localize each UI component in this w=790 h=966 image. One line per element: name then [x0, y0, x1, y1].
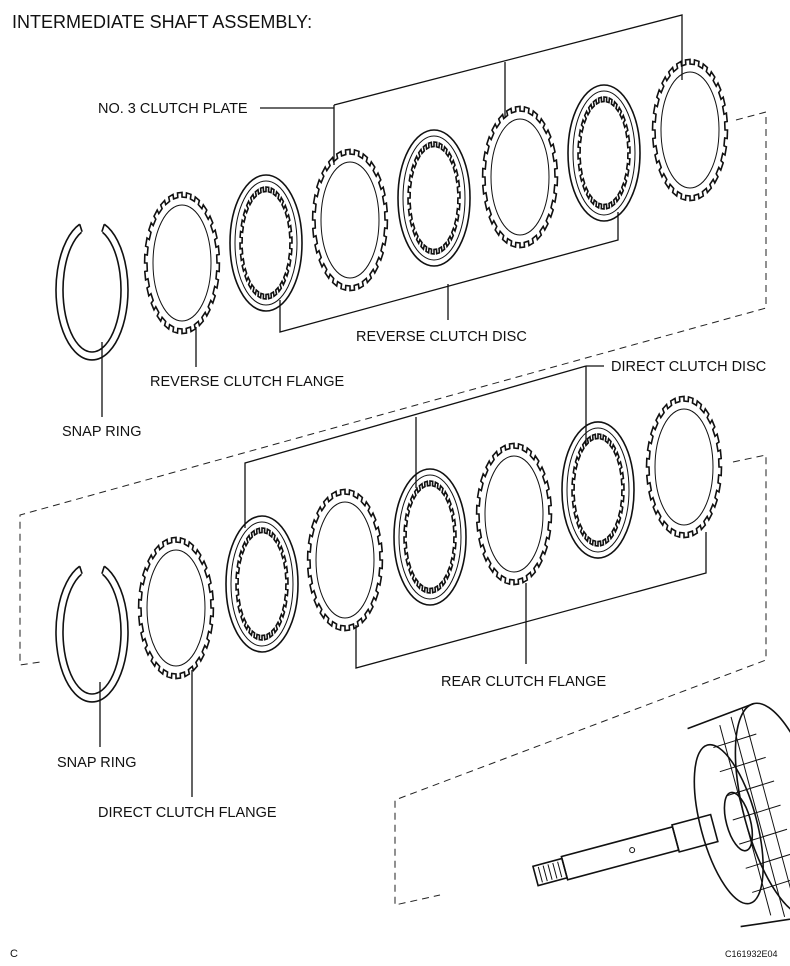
reverse-clutch-disc-part-2: [397, 129, 471, 267]
reverse-clutch-flange-part: [143, 191, 221, 335]
label-reverse-clutch-flange: REVERSE CLUTCH FLANGE: [150, 374, 345, 390]
direct-clutch-disc-part-2: [393, 468, 467, 606]
no3-clutch-plate-part-1: [311, 148, 389, 292]
rear-clutch-flange-part-2: [475, 442, 553, 586]
snap-ring-lower-part: [55, 565, 129, 703]
leader-reverse-clutch-disc: [279, 212, 619, 333]
rear-clutch-flange-part-3: [645, 395, 723, 539]
label-snap-ring-lower: SNAP RING: [57, 755, 137, 771]
direct-clutch-disc-part-3: [561, 421, 635, 559]
label-rear-clutch-flange: REAR CLUTCH FLANGE: [441, 674, 606, 690]
reverse-clutch-disc-part-1: [229, 174, 303, 312]
direct-clutch-flange-part: [137, 536, 215, 680]
lower-dashed-outline: [394, 454, 767, 906]
leader-direct-clutch-disc: [244, 365, 604, 528]
no3-clutch-plate-part-2: [481, 105, 559, 249]
title: INTERMEDIATE SHAFT ASSEMBLY:: [12, 12, 312, 32]
label-snap-ring-upper: SNAP RING: [62, 424, 142, 440]
label-direct-clutch-flange: DIRECT CLUTCH FLANGE: [98, 805, 277, 821]
upper-dashed-outline: [19, 111, 767, 666]
label-no3-clutch-plate: NO. 3 CLUTCH PLATE: [98, 101, 248, 117]
figure-id: C161932E04: [725, 949, 778, 959]
snap-ring-upper-part: [55, 223, 129, 361]
label-reverse-clutch-disc: REVERSE CLUTCH DISC: [356, 329, 527, 345]
direct-clutch-disc-part-1: [225, 515, 299, 653]
footer-left-code: C: [10, 948, 18, 960]
label-direct-clutch-disc: DIRECT CLUTCH DISC: [611, 359, 766, 375]
leader-rear-clutch-flange: [355, 532, 707, 669]
reverse-clutch-disc-part-3: [567, 84, 641, 222]
leader-no3-clutch-plate: [260, 14, 683, 165]
rear-clutch-flange-part-1: [306, 488, 384, 632]
intermediate-shaft-assembly: [531, 702, 790, 928]
no3-clutch-plate-part-3: [651, 58, 729, 202]
